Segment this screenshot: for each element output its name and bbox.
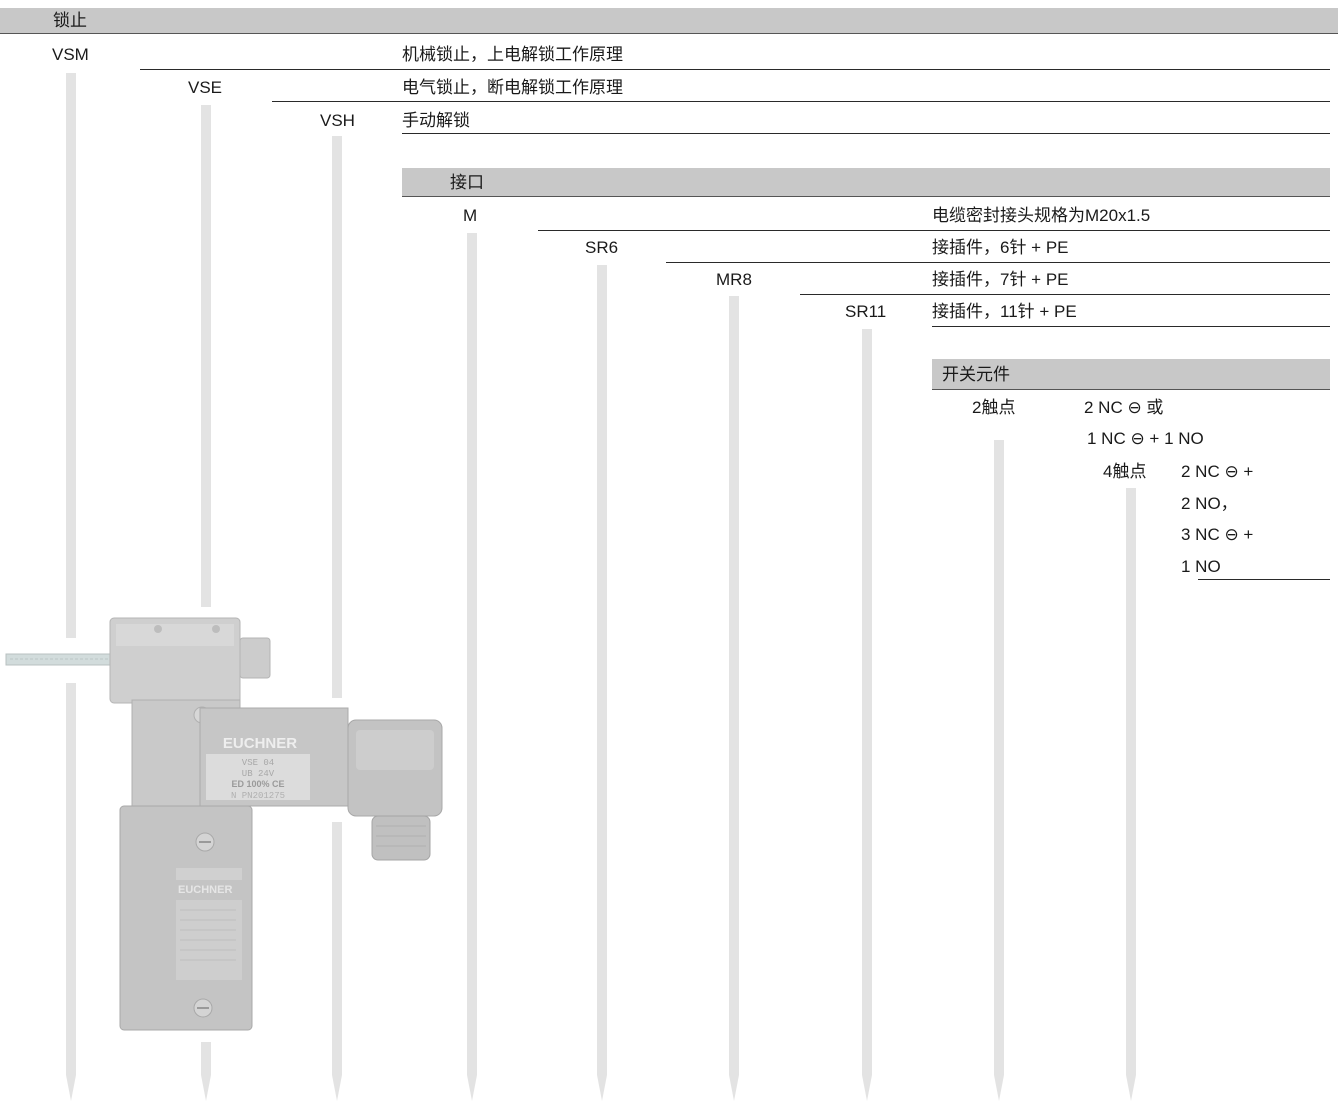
rule-four-contact — [1198, 579, 1330, 580]
desc-mr8: 接插件，7针 + PE — [932, 270, 1069, 289]
desc-vsm: 机械锁止，上电解锁工作原理 — [402, 45, 623, 64]
code-vsm: VSM — [52, 45, 89, 64]
arrow-two-contact-shaft — [994, 440, 1004, 1075]
actuator-head — [109, 617, 271, 704]
plate-line2: UB 24V — [242, 769, 275, 779]
switching-header-label: 开关元件 — [942, 365, 1010, 384]
brand-bottom: EUCHNER — [178, 884, 232, 896]
arrow-two-contact-tip — [994, 1075, 1004, 1101]
four-contact-line4: 1 NO — [1181, 557, 1221, 576]
two-contact-label: 2触点 — [972, 398, 1016, 417]
plate-line3: ED 100% CE — [231, 779, 284, 789]
arrow-sr6-shaft — [597, 265, 607, 1075]
arrow-four-contact-shaft — [1126, 488, 1136, 1075]
code-m: M — [463, 206, 478, 225]
two-contact-line2: 1 NC ⊖ + 1 NO — [1087, 429, 1204, 448]
locking-header-label: 锁止 — [53, 11, 87, 30]
four-contact-line2: 2 NO， — [1181, 494, 1238, 513]
arrow-vsh-tip — [332, 1075, 342, 1101]
arrow-vsh-shaft-lower — [332, 822, 342, 1075]
solenoid-housing: EUCHNER VSE 04 UB 24V ED 100% CE N PN201… — [199, 707, 349, 807]
two-contact-line1: 2 NC ⊖ 或 — [1084, 398, 1164, 417]
rule-m — [538, 230, 1330, 231]
locking-header-bar — [0, 8, 1338, 34]
plug-connector — [347, 719, 443, 861]
code-sr6: SR6 — [585, 238, 619, 257]
product-photo: EUCHNER VSE 04 UB 24V ED 100% CE N PN201… — [5, 617, 443, 1031]
four-contact-line3: 3 NC ⊖ + — [1181, 525, 1254, 544]
lower-switch-unit: EUCHNER — [119, 805, 253, 1031]
rule-vse — [272, 101, 1330, 102]
arrow-vse-shaft-upper — [201, 105, 211, 607]
rule-vsm — [140, 69, 1330, 70]
arrow-vsm-shaft-upper — [66, 73, 76, 638]
arrow-m-tip — [467, 1075, 477, 1101]
arrow-sr11-tip — [862, 1075, 872, 1101]
four-contact-label: 4触点 — [1103, 462, 1147, 481]
plate-line1: VSE 04 — [242, 758, 274, 768]
desc-m: 电缆密封接头规格为M20x1.5 — [932, 206, 1151, 225]
four-contact-line1: 2 NC ⊖ + — [1181, 462, 1254, 481]
rule-vsh — [402, 133, 1330, 134]
desc-vse: 电气锁止，断电解锁工作原理 — [402, 78, 623, 97]
actuator-tongue — [5, 653, 115, 666]
rule-sr11 — [932, 326, 1330, 327]
plate-line4: N PN201275 — [231, 791, 285, 801]
arrow-mr8-shaft — [729, 296, 739, 1075]
desc-vsh: 手动解锁 — [402, 111, 470, 130]
arrow-vsm-tip — [66, 1075, 76, 1101]
arrow-vse-tip — [201, 1075, 211, 1101]
arrow-mr8-tip — [729, 1075, 739, 1101]
rule-sr6 — [666, 262, 1330, 263]
connection-header-label: 接口 — [450, 173, 484, 192]
arrow-sr6-tip — [597, 1075, 607, 1101]
code-vse: VSE — [188, 78, 223, 97]
arrow-four-contact-tip — [1126, 1075, 1136, 1101]
code-vsh: VSH — [320, 111, 355, 130]
arrow-sr11-shaft — [862, 329, 872, 1075]
switching-header-bar — [932, 359, 1330, 390]
connection-header-bar — [402, 168, 1330, 197]
desc-sr6: 接插件，6针 + PE — [932, 238, 1069, 257]
rating-plate — [206, 754, 310, 800]
arrow-vsh-shaft-upper — [332, 136, 342, 698]
code-sr11: SR11 — [845, 302, 887, 321]
arrow-vsm-shaft-lower — [66, 683, 76, 1075]
rule-mr8 — [800, 294, 1330, 295]
code-mr8: MR8 — [716, 270, 752, 289]
brand-top: EUCHNER — [223, 735, 297, 752]
arrow-vse-shaft-lower — [201, 1042, 211, 1075]
desc-sr11: 接插件，11针 + PE — [932, 302, 1077, 321]
arrow-m-shaft — [467, 233, 477, 1075]
